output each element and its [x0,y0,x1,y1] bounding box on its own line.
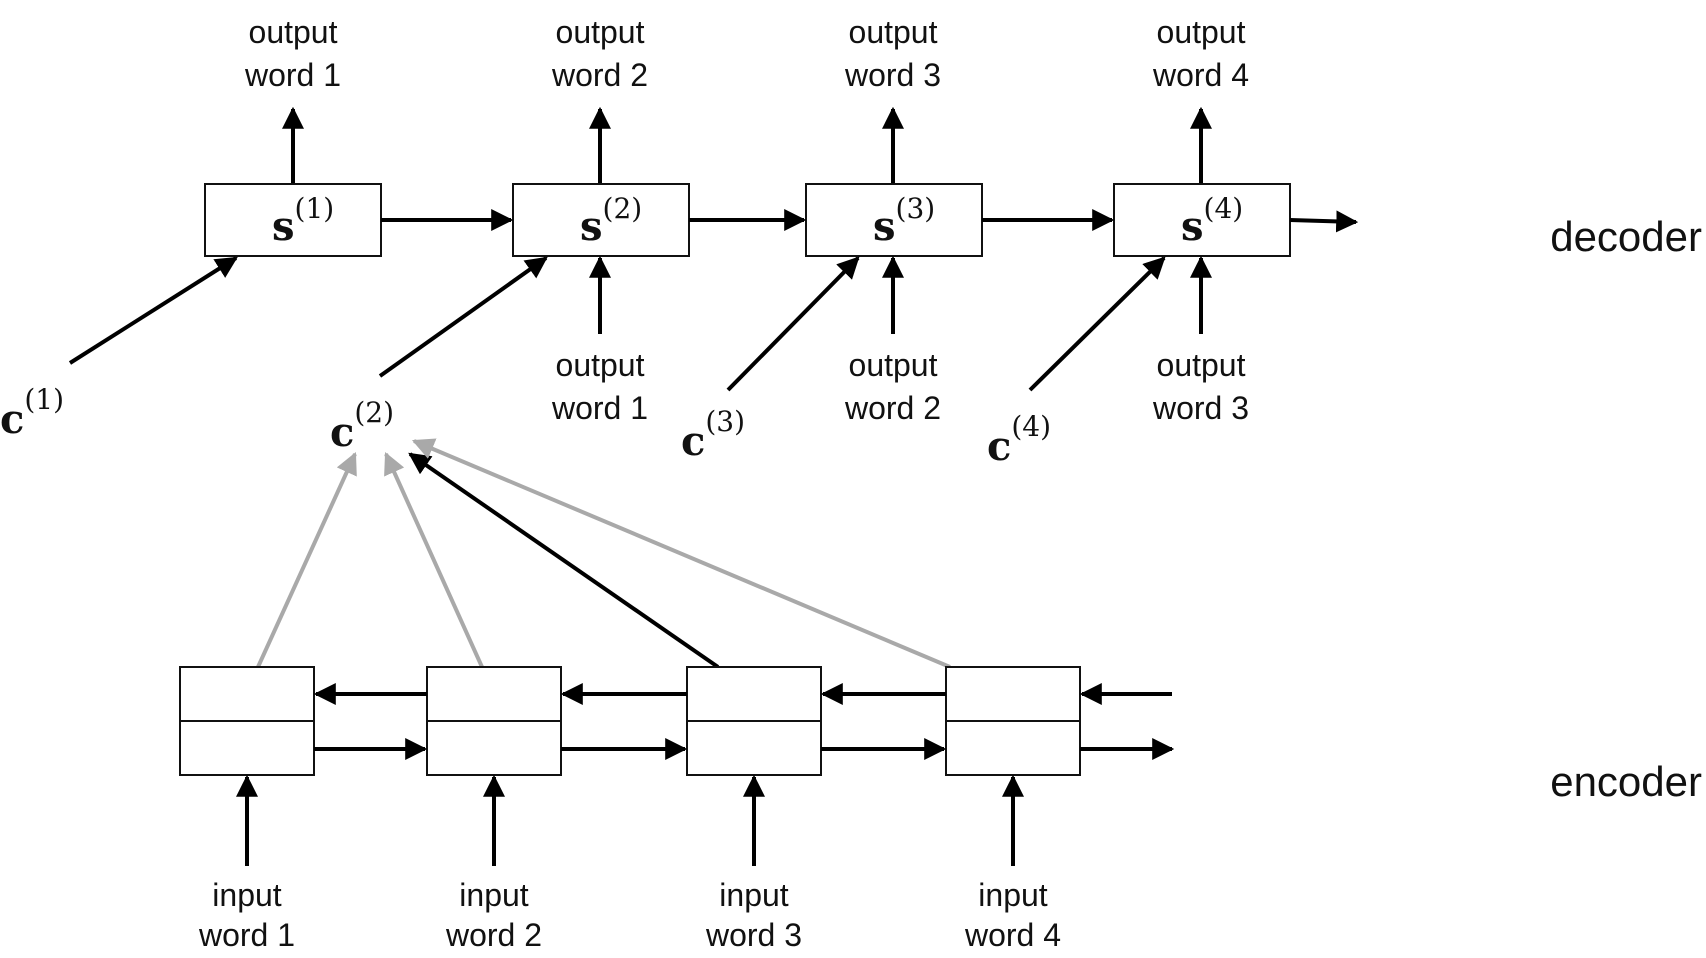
context-superscript: (2) [354,396,394,429]
state-superscript: (1) [295,192,335,225]
state-superscript: (4) [1204,192,1244,225]
decoder-recurrent-arrow-out [1289,210,1359,233]
decoder-state-symbol-4: s(4) [1181,192,1243,250]
state-letter: s [580,203,603,250]
attention-arrow-2 [384,451,484,668]
context-symbol-4: c(4) [987,410,1051,470]
decoder-state-box-3 [805,183,983,257]
decoder-state-symbol-3: s(3) [873,192,935,250]
context-symbol-3: c(3) [681,405,745,465]
prev-output-label-2-line2: word 2 [844,390,941,426]
decoder-group: output word 1 output word 2 output word … [0,14,1359,470]
encoder-cell-2-forward [426,720,562,776]
state-letter: s [272,203,295,250]
prev-output-label-3-line1: output [1157,347,1246,383]
context-symbol-2: c(2) [330,396,394,456]
prev-output-label-1-line1: output [556,347,645,383]
input-label-4-line2: word 4 [964,917,1061,953]
encoder-cell-1-backward [179,666,315,722]
encoder-cell-1-forward [179,720,315,776]
output-label-2-line1: output [556,14,645,50]
state-letter: s [873,203,896,250]
attention-arrows [256,438,951,669]
encoder-cell-3-backward [686,666,822,722]
prev-output-label-1-line2: word 1 [551,390,648,426]
context-superscript: (1) [24,383,64,416]
context-arrow-2 [378,256,548,378]
output-label-3-line2: word 3 [844,57,941,93]
encoder-cell-2-backward [426,666,562,722]
encoder-cell-4-backward [945,666,1081,722]
output-label-2-line2: word 2 [551,57,648,93]
context-arrow-4 [1028,256,1166,392]
decoder-state-symbol-1: s(1) [272,192,334,250]
input-label-1-line2: word 1 [198,917,295,953]
context-letter: c [681,418,705,465]
attention-arrow-4 [411,438,951,669]
context-arrow-3 [726,256,860,392]
input-label-2-line2: word 2 [445,917,542,953]
state-letter: s [1181,203,1204,250]
input-label-1-line1: input [212,877,282,913]
encoder-group: input word 1 input word 2 input word 3 i… [179,666,1175,953]
output-label-4-line1: output [1157,14,1246,50]
encoder-cell-3-forward [686,720,822,776]
attention-arrow-3 [408,452,720,669]
context-arrow-1 [68,256,238,365]
output-label-1-line2: word 1 [244,57,341,93]
input-label-4-line1: input [978,877,1048,913]
context-letter: c [0,396,24,443]
context-superscript: (3) [705,405,745,438]
input-label-3-line2: word 3 [705,917,802,953]
output-label-4-line2: word 4 [1152,57,1249,93]
context-superscript: (4) [1011,410,1051,443]
encoder-section-label: encoder [1550,758,1702,805]
output-label-1-line1: output [249,14,338,50]
encoder-cell-4-forward [945,720,1081,776]
prev-output-label-2-line1: output [849,347,938,383]
state-superscript: (3) [896,192,936,225]
decoder-section-label: decoder [1550,213,1702,260]
context-letter: c [330,409,354,456]
context-symbol-1: c(1) [0,383,64,443]
prev-output-label-3-line2: word 3 [1152,390,1249,426]
context-letter: c [987,423,1011,470]
decoder-state-box-1 [204,183,382,257]
state-superscript: (2) [603,192,643,225]
input-label-3-line1: input [719,877,789,913]
input-label-2-line1: input [459,877,529,913]
output-label-3-line1: output [849,14,938,50]
attention-arrow-1 [256,451,357,668]
decoder-state-symbol-2: s(2) [580,192,642,250]
